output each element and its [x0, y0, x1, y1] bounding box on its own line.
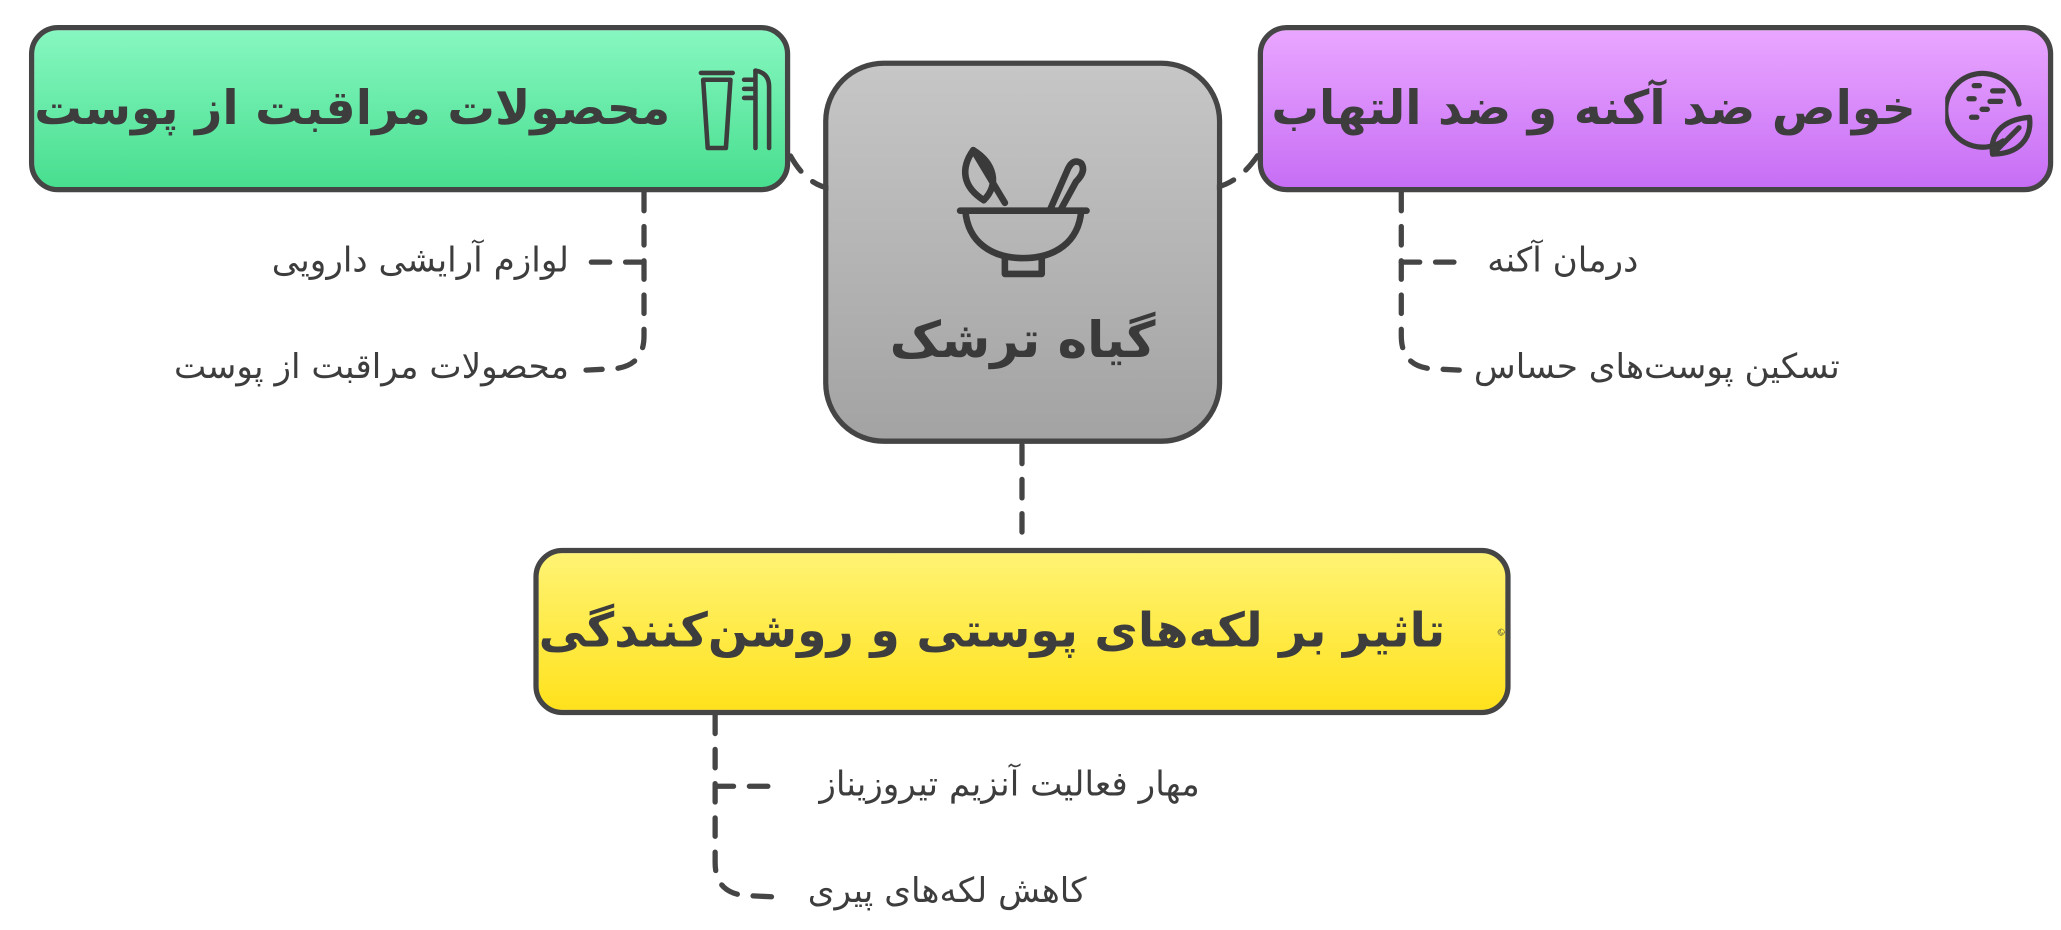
connector-skincare-trunk: [583, 189, 647, 373]
skin-leaf-icon: [1944, 70, 2032, 157]
list-item: لوازم آرایشی دارویی: [271, 241, 569, 281]
connector-spots-trunk: [712, 712, 778, 900]
list-item: محصولات مراقبت از پوست: [174, 347, 569, 388]
branch-title-skincare: محصولات مراقبت از پوست: [34, 81, 671, 136]
branch-title-acne: خواص ضد آکنه و ضد التهاب: [1271, 81, 1916, 136]
herb-mortar-icon: [956, 146, 1090, 278]
center-node[interactable]: گیاه ترشک: [823, 60, 1223, 444]
list-item: درمان آکنه: [1487, 241, 1639, 281]
crescent-moon-icon: [1498, 628, 1506, 635]
connector-center-acne: [1180, 118, 1283, 191]
branch-spots-brightening[interactable]: تاثیر بر لکه‌های پوستی و روشن‌کنندگی: [533, 547, 1511, 716]
branch-title-spots: تاثیر بر لکه‌های پوستی و روشن‌کنندگی: [538, 604, 1446, 659]
connector-acne-trunk: [1398, 189, 1462, 373]
list-item: تسکین پوست‌های حساس: [1473, 347, 1840, 388]
list-item: مهار فعالیت آنزیم تیروزیناز: [819, 765, 1200, 805]
branch-anti-acne[interactable]: خواص ضد آکنه و ضد التهاب: [1257, 25, 2054, 193]
center-title: گیاه ترشک: [889, 310, 1156, 369]
list-item: کاهش لکه‌های پیری: [807, 871, 1087, 912]
branch-skincare-products[interactable]: محصولات مراقبت از پوست: [28, 25, 791, 193]
skincare-products-icon: [698, 67, 772, 150]
